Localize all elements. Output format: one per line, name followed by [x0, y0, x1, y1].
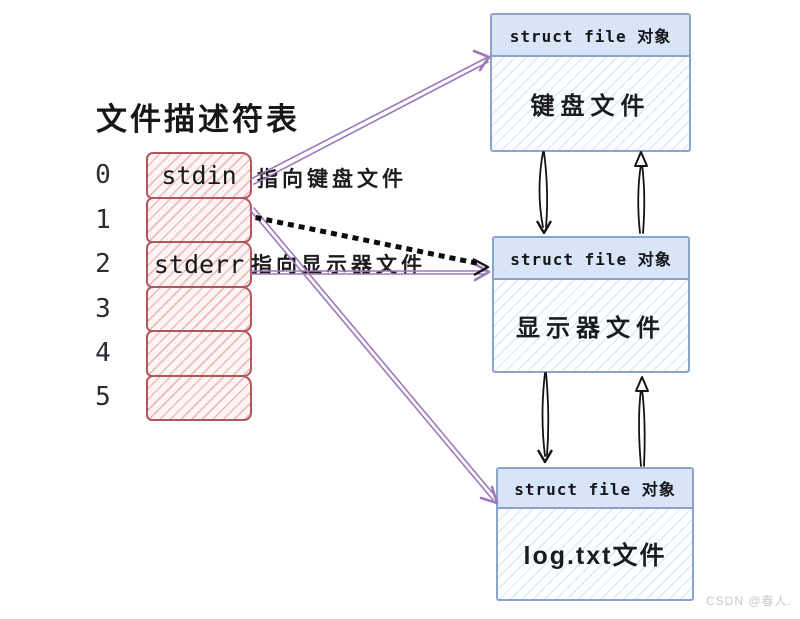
- fd-cell-0: stdin: [146, 152, 252, 199]
- struct-file-body-display: 显示器文件: [494, 280, 688, 371]
- struct-file-body-keyboard: 键盘文件: [492, 57, 689, 150]
- struct-file-header-logtxt: struct file 对象: [498, 469, 692, 509]
- fd-cell-4: [146, 330, 252, 377]
- arrow-logfile-up-display-icon: [635, 376, 649, 467]
- csdn-watermark: CSDN @春人.: [706, 594, 792, 608]
- fd-cell-2-value: stderr: [153, 249, 245, 279]
- fd-cell-3: [146, 285, 252, 332]
- fd-cell-2: stderr: [146, 241, 252, 288]
- fd-cell-1: [146, 196, 252, 243]
- struct-file-header-keyboard: struct file 对象: [492, 15, 689, 57]
- fd-index-2: 2: [95, 249, 111, 279]
- note-points-to-display: 指向显示器文件: [251, 254, 426, 277]
- struct-file-box-keyboard: struct file 对象 键盘文件: [490, 13, 691, 152]
- note-points-to-keyboard: 指向键盘文件: [257, 168, 407, 191]
- fd-index-0: 0: [95, 160, 111, 190]
- struct-file-box-logtxt: struct file 对象 log.txt文件: [496, 467, 694, 601]
- fd-cell-0-value: stdin: [161, 160, 237, 190]
- fd-cell-5: [146, 374, 252, 421]
- fd-index-4: 4: [95, 338, 111, 368]
- diagram-title: 文件描述符表: [96, 102, 300, 137]
- arrow-display-down-logfile-icon: [536, 372, 554, 464]
- arrow-keyboard-down-display-icon: [535, 151, 553, 235]
- struct-file-box-display: struct file 对象 显示器文件: [492, 236, 690, 373]
- fd-table: stdin stderr: [146, 152, 252, 421]
- arrow-display-up-keyboard-icon: [634, 151, 648, 234]
- struct-file-body-logtxt: log.txt文件: [498, 509, 692, 599]
- fd-index-3: 3: [95, 294, 111, 324]
- fd-index-5: 5: [95, 382, 111, 412]
- struct-file-header-display: struct file 对象: [494, 238, 688, 280]
- fd-index-1: 1: [95, 205, 111, 235]
